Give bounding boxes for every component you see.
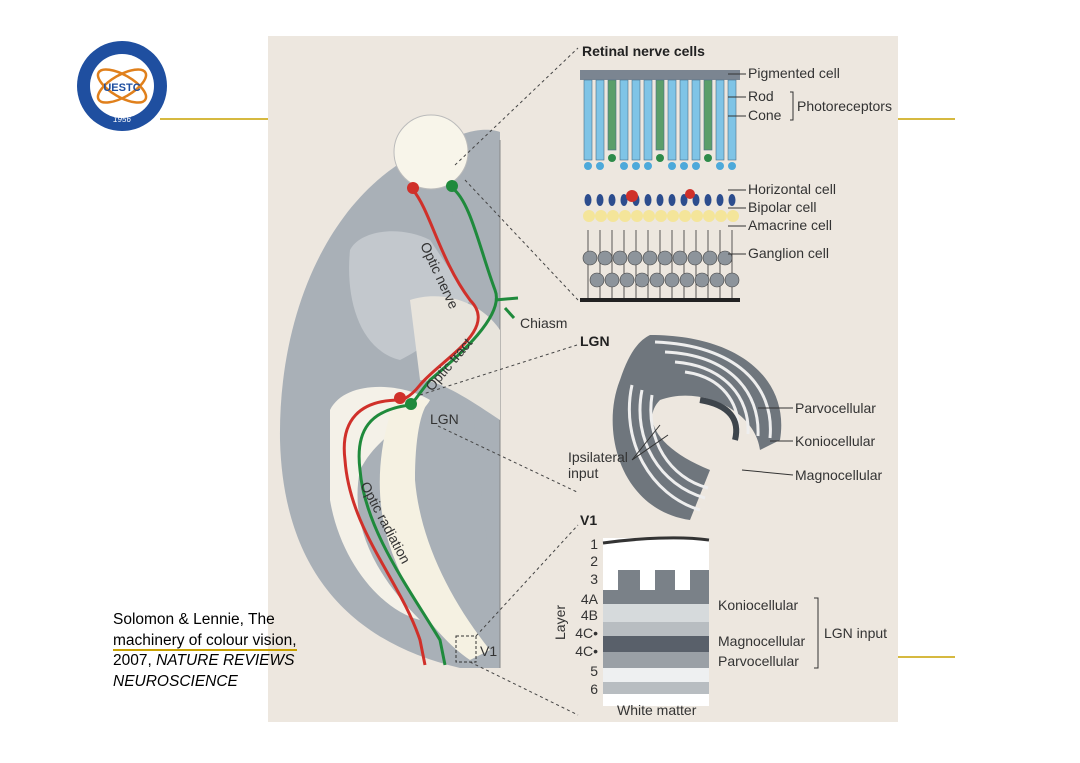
eyeball (393, 114, 469, 190)
v1-layer-tick: 4A (581, 591, 599, 607)
lgn-green-cell (405, 398, 417, 410)
v1-header: V1 (580, 512, 597, 528)
retina-panel: Retinal nerve cells Pigmented cell Rod C… (580, 43, 892, 302)
v1-region-label: V1 (480, 643, 497, 659)
lgn-panel: LGN Parvocellular Koniocellular Magnocel… (568, 333, 882, 520)
lgn-input-bracket (814, 597, 819, 669)
caption-year: 2007, (113, 652, 157, 669)
ganglion-cell-label: Ganglion cell (748, 245, 829, 261)
logo-year: 1956 (113, 115, 131, 124)
v1-layer-tick: 2 (590, 553, 598, 569)
cone-label: Cone (748, 107, 782, 123)
pigmented-cell-label: Pigmented cell (748, 65, 840, 81)
lgn-layers (612, 335, 782, 520)
horizontal-cell-label: Horizontal cell (748, 181, 836, 197)
v1-layer-tick: 6 (590, 681, 598, 697)
caption-line2: machinery of colour vision, (113, 631, 373, 652)
lgn-brain-label: LGN (430, 411, 459, 427)
v1-koniocellular-label: Koniocellular (718, 597, 798, 613)
retina-header: Retinal nerve cells (582, 43, 705, 59)
v1-layer-tick: 4C• (575, 643, 598, 659)
v1-layer-tick: 4B (581, 607, 598, 623)
v1-layer-tick: 3 (590, 571, 598, 587)
chiasm-branch (494, 296, 519, 320)
v1-region-box (455, 635, 477, 663)
photoreceptors-label: Photoreceptors (797, 98, 892, 114)
caption-journal-part1: NATURE REVIEWS (156, 652, 295, 669)
ipsilateral-label-line1: Ipsilateral (568, 449, 628, 465)
amacrine-cell-label: Amacrine cell (748, 217, 832, 233)
caption-journal-part2: NEUROSCIENCE (113, 672, 238, 690)
parvocellular-label: Parvocellular (795, 400, 876, 416)
magnocellular-label: Magnocellular (795, 467, 882, 483)
v1-layer-tick: 5 (590, 663, 598, 679)
v1-layer-tick: 4C• (575, 625, 598, 641)
v1-layer-tick: 1 (590, 536, 598, 552)
rod-label: Rod (748, 88, 774, 104)
caption-line2-text: machinery of colour vision, (113, 631, 297, 651)
koniocellular-label: Koniocellular (795, 433, 875, 449)
zoom-connectors (419, 47, 579, 716)
caption-line1: Solomon & Lennie, The (113, 611, 275, 628)
v1-parvocellular-label: Parvocellular (718, 653, 799, 669)
layer-axis-label: Layer (552, 605, 568, 640)
logo-text: UESTC (103, 82, 140, 94)
white-matter-label: White matter (617, 702, 697, 718)
lgn-header: LGN (580, 333, 610, 349)
ipsilateral-label-line2: input (568, 465, 598, 481)
photoreceptor-bracket (790, 91, 794, 121)
bipolar-cell-label: Bipolar cell (748, 199, 816, 215)
university-logo: UESTC 1956 (77, 41, 167, 131)
v1-magnocellular-label: Magnocellular (718, 633, 805, 649)
citation-caption: Solomon & Lennie, The machinery of colou… (113, 610, 373, 692)
lgn-input-label: LGN input (824, 625, 887, 641)
retina-green-cell (446, 180, 458, 192)
lgn-red-cell (394, 392, 406, 404)
retina-red-cell (407, 182, 419, 194)
caption-line3: 2007, NATURE REVIEWS (113, 651, 373, 672)
chiasm-label: Chiasm (520, 315, 567, 331)
